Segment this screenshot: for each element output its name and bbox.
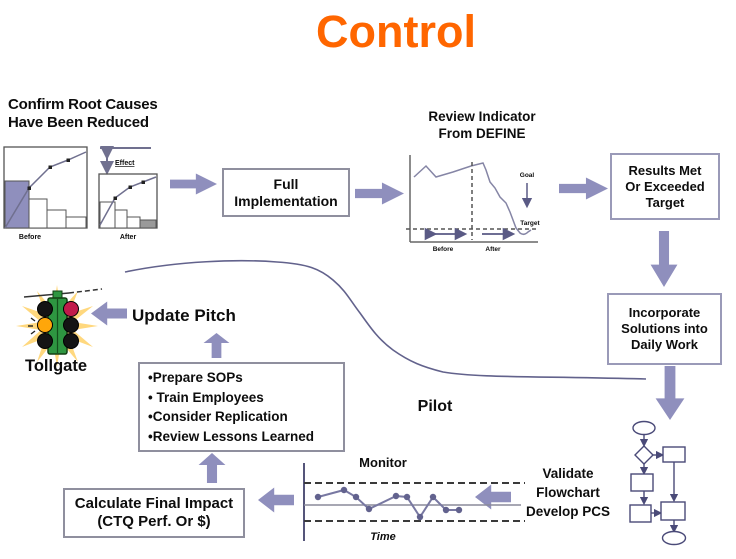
- full-implementation-box: Full Implementation: [222, 168, 350, 217]
- results-box: Results Met Or Exceeded Target: [610, 153, 720, 220]
- marker: [66, 158, 70, 162]
- light-off: [37, 301, 53, 317]
- pareto-after-bar3: [126, 216, 141, 229]
- after-label: After: [485, 246, 501, 253]
- incorporate-box: Incorporate Solutions into Daily Work: [607, 293, 722, 365]
- flow-process-box: [660, 501, 686, 521]
- process-flowchart-icon: [629, 420, 687, 546]
- pareto-before-bar3: [46, 209, 67, 229]
- pareto-before-bar2: [28, 198, 48, 229]
- incorporate-label: Incorporate Solutions into Daily Work: [621, 305, 708, 352]
- pareto-after-bar1: [99, 201, 116, 229]
- monitor-title: Monitor: [359, 455, 407, 470]
- arrow-to-results: [559, 177, 608, 200]
- pareto-after-bar4: [139, 219, 157, 229]
- sop-item: •Review Lessons Learned: [148, 428, 315, 444]
- review-indicator-chart: Before After Goal Target: [406, 155, 541, 253]
- arrow-to-sop-box: [198, 453, 226, 483]
- before-label: Before: [433, 246, 454, 253]
- sop-item: •Prepare SOPs: [148, 370, 243, 385]
- monitor-data-points: [314, 486, 463, 521]
- arrow-to-flowchart: [655, 366, 685, 420]
- results-label: Results Met Or Exceeded Target: [625, 162, 705, 210]
- flow-process-box: [662, 446, 686, 463]
- marker: [48, 165, 52, 169]
- sparkle-lines: [28, 317, 36, 335]
- pareto-before-after-chart: Before Effect After: [3, 146, 158, 241]
- tollgate-label: Tollgate: [24, 357, 88, 375]
- sop-item: •Consider Replication: [148, 409, 288, 424]
- flow-start-terminator: [632, 420, 656, 436]
- monitor-control-chart: [303, 463, 525, 541]
- monitor-series-line: [317, 488, 459, 519]
- flow-process-box: [630, 473, 654, 492]
- light-off: [63, 333, 79, 349]
- calculate-final-impact-box: Calculate Final Impact (CTQ Perf. Or $): [63, 488, 245, 538]
- update-pitch-label: Update Pitch: [132, 306, 236, 325]
- pilot-label: Pilot: [417, 398, 453, 415]
- light-amber: [37, 317, 53, 333]
- indicator-trend-line: [413, 162, 532, 236]
- pareto-before-bar4: [65, 216, 87, 229]
- arrow-to-incorporate: [650, 231, 678, 287]
- sop-item: • Train Employees: [148, 389, 264, 405]
- arrow-to-full-implementation: [170, 173, 217, 195]
- goal-label: Goal: [520, 172, 535, 179]
- page-title: Control: [316, 6, 476, 57]
- traffic-light-icon: [16, 285, 103, 367]
- sop-checklist-box: •Prepare SOPs • Train Employees •Conside…: [138, 362, 345, 452]
- effect-label: Effect: [115, 160, 135, 167]
- marker: [141, 180, 145, 184]
- target-label: Target: [520, 220, 540, 227]
- flow-process-box: [629, 504, 652, 523]
- pareto-after-bar2: [114, 209, 128, 229]
- divider-path: [124, 259, 647, 380]
- marker: [113, 196, 117, 200]
- marker: [128, 185, 132, 189]
- flow-end-terminator: [661, 530, 687, 546]
- flow-decision-diamond: [634, 445, 654, 465]
- review-indicator-heading: Review Indicator From DEFINE: [428, 109, 536, 141]
- light-off: [63, 317, 79, 333]
- marker: [27, 186, 31, 190]
- confirm-root-causes-heading: Confirm Root Causes Have Been Reduced: [8, 96, 158, 131]
- after-label: After: [120, 234, 137, 241]
- validate-flowchart-label: Validate Flowchart Develop PCS: [525, 466, 611, 519]
- arrow-to-calculate: [258, 487, 294, 513]
- before-label: Before: [19, 234, 41, 241]
- light-off: [37, 333, 53, 349]
- time-axis-label: Time: [370, 531, 396, 543]
- arrow-to-review-indicator: [355, 182, 404, 205]
- pilot-divider-curve: [124, 259, 647, 380]
- light-red: [63, 301, 79, 317]
- full-implementation-label: Full Implementation: [234, 175, 338, 209]
- signal-wire-dashed: [68, 288, 103, 294]
- calculate-label: Calculate Final Impact (CTQ Perf. Or $): [74, 495, 234, 530]
